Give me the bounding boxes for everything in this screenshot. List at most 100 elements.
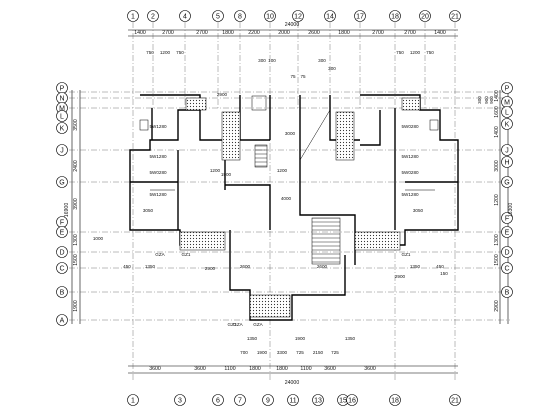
right-dim: 1300 (494, 234, 500, 246)
top-center-dim: 300 (258, 58, 266, 63)
right-total-dim: 16300 (508, 203, 514, 218)
axis-bubble-left-N: N (56, 92, 68, 104)
svg-text:9: 9 (266, 397, 270, 404)
svg-text:21: 21 (451, 397, 459, 404)
top-dim: 2700 (372, 30, 384, 36)
svg-text:1: 1 (131, 13, 135, 20)
svg-text:E: E (60, 229, 65, 236)
axis-bubble-right-C: C (501, 262, 513, 274)
left-dim: 1500 (73, 254, 79, 266)
svg-text:18: 18 (391, 397, 399, 404)
svg-text:13: 13 (314, 397, 322, 404)
bottom-dim: 1100 (300, 366, 311, 372)
misc-label: 1350 (145, 264, 156, 269)
left-dim: 1300 (73, 234, 79, 246)
axis-bubble-top-21: 21 (449, 10, 461, 22)
bottom-dim: 3600 (194, 366, 206, 372)
misc-label: 2900 (205, 266, 216, 271)
top-dim: 1400 (434, 30, 446, 36)
svg-text:B: B (505, 289, 510, 296)
axis-bubble-left-J: J (56, 144, 68, 156)
axis-bubble-right-P: P (501, 82, 513, 94)
axis-bubble-bottom-16: 16 (346, 394, 358, 406)
axis-bubble-left-L: L (56, 110, 68, 122)
right-extra-dim: 300 (477, 96, 482, 104)
dimension-frame (71, 29, 509, 374)
top-sub-dim-right: 750 (396, 50, 404, 55)
axis-bubble-right-H: H (501, 156, 513, 168)
axis-bubble-right-K: K (501, 118, 513, 130)
bottom-inner-dim: 2150 (313, 350, 324, 355)
bottom-dim: 1100 (224, 366, 235, 372)
svg-text:J: J (505, 147, 509, 154)
axis-bubble-bottom-7: 7 (234, 394, 246, 406)
axis-bubble-right-J: J (501, 144, 513, 156)
svg-text:A: A (60, 317, 65, 324)
svg-text:M: M (59, 105, 65, 112)
small-code: GZA (155, 252, 165, 257)
svg-text:7: 7 (238, 397, 242, 404)
small-code: GZA (233, 322, 243, 327)
interior-details (139, 95, 439, 191)
axis-bubble-top-1: 1 (127, 10, 139, 22)
axis-bubble-top-8: 8 (234, 10, 246, 22)
axis-bubble-left-K: K (56, 122, 68, 134)
window-code: 5W1280 (401, 154, 419, 159)
svg-text:10: 10 (266, 13, 274, 20)
right-extra-dim: 900 (489, 96, 494, 104)
right-dim: 1400 (494, 126, 500, 138)
window-code: 5W0280 (401, 124, 419, 129)
misc-label: 450 (436, 264, 444, 269)
axis-bubble-left-E: E (56, 226, 68, 238)
axis-bubble-right-B: B (501, 286, 513, 298)
right-dim: 1400 (494, 90, 500, 102)
svg-text:G: G (504, 179, 509, 186)
bottom-inner-dim: 3300 (277, 350, 288, 355)
svg-text:2: 2 (151, 13, 155, 20)
svg-text:17: 17 (356, 13, 364, 20)
svg-text:B: B (60, 289, 65, 296)
svg-text:21: 21 (451, 13, 459, 20)
top-dim: 1800 (338, 30, 350, 36)
axis-bubble-bottom-9: 9 (262, 394, 274, 406)
svg-text:5: 5 (216, 13, 220, 20)
top-center-dim: 300 (318, 58, 326, 63)
axis-bubble-bottom-3: 3 (174, 394, 186, 406)
axis-bubble-top-14: 14 (324, 10, 336, 22)
axis-bubble-bottom-11: 11 (287, 394, 299, 406)
svg-text:L: L (505, 109, 509, 116)
svg-text:C: C (504, 265, 509, 272)
top-sub-dim-right: 750 (426, 50, 434, 55)
svg-text:1: 1 (131, 397, 135, 404)
bottom-inner-dim: 1900 (257, 350, 268, 355)
misc-label: 4000 (281, 196, 292, 201)
bottom-dim: 3600 (364, 366, 376, 372)
svg-text:8: 8 (238, 13, 242, 20)
misc-label: 150 (440, 271, 448, 276)
axis-bubble-top-4: 4 (179, 10, 191, 22)
misc-label: 2900 (395, 274, 406, 279)
right-dim: 1200 (494, 194, 500, 206)
svg-text:12: 12 (294, 13, 302, 20)
top-sub-dim-left: 750 (146, 50, 154, 55)
axis-bubble-bottom-1: 1 (127, 394, 139, 406)
svg-text:M: M (504, 99, 510, 106)
svg-text:P: P (60, 85, 65, 92)
top-center-dim: 75 (300, 74, 306, 79)
axis-bubble-left-A: A (56, 314, 68, 326)
svg-text:11: 11 (289, 397, 296, 404)
axis-bubble-left-D: D (56, 246, 68, 258)
left-dim: 1900 (73, 300, 79, 312)
svg-text:14: 14 (326, 13, 334, 20)
small-code: GZA (253, 322, 263, 327)
misc-label: 1200 (277, 168, 288, 173)
top-center-dim: 75 (290, 74, 296, 79)
top-sub-dim-left: 1200 (160, 50, 171, 55)
right-dim: 2900 (494, 300, 500, 312)
svg-text:K: K (505, 121, 510, 128)
svg-text:18: 18 (391, 13, 399, 20)
misc-label: 450 (123, 264, 131, 269)
axis-bubble-left-G: G (56, 176, 68, 188)
top-dim: 1800 (222, 30, 234, 36)
svg-text:F: F (60, 219, 64, 226)
